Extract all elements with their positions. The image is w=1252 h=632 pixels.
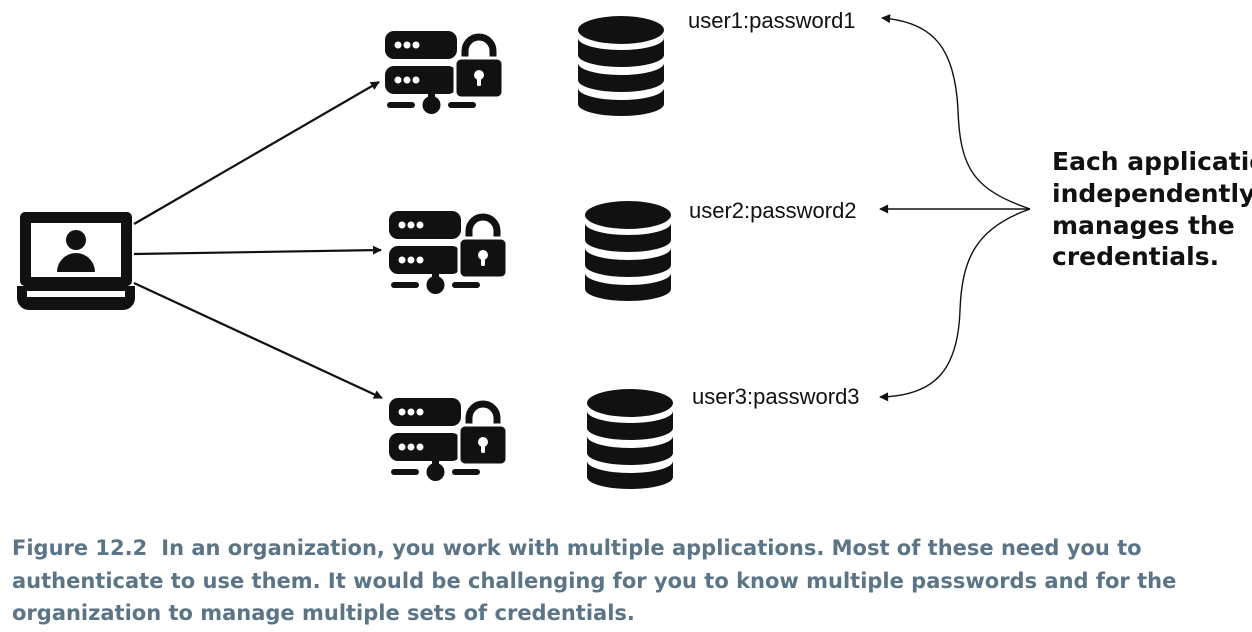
note-line-3: manages the [1052,211,1235,240]
database-icon [585,201,671,301]
database-icon [587,389,673,489]
brace-arrow-1 [881,14,1031,210]
credential-label-2: user2:password2 [689,198,857,223]
caption-text: In an organization, you work with multip… [12,536,1177,625]
arrow-to-app-2 [133,245,382,256]
note-line-1: Each application [1052,147,1252,176]
server-lock-icon [389,398,507,481]
arrow-to-app-3 [133,282,383,399]
arrow-to-app-1 [133,81,380,225]
credential-label-1: user1:password1 [688,8,856,33]
server-lock-icon [385,31,503,114]
brace-arrow-3 [879,208,1031,402]
database-icon [578,16,664,116]
figure-number: Figure 12.2 [12,536,148,560]
laptop-user-icon [17,212,135,310]
note-line-4: credentials. [1052,242,1219,271]
server-lock-icon [389,211,507,294]
credential-label-3: user3:password3 [692,384,860,409]
note-line-2: independently [1052,179,1252,208]
